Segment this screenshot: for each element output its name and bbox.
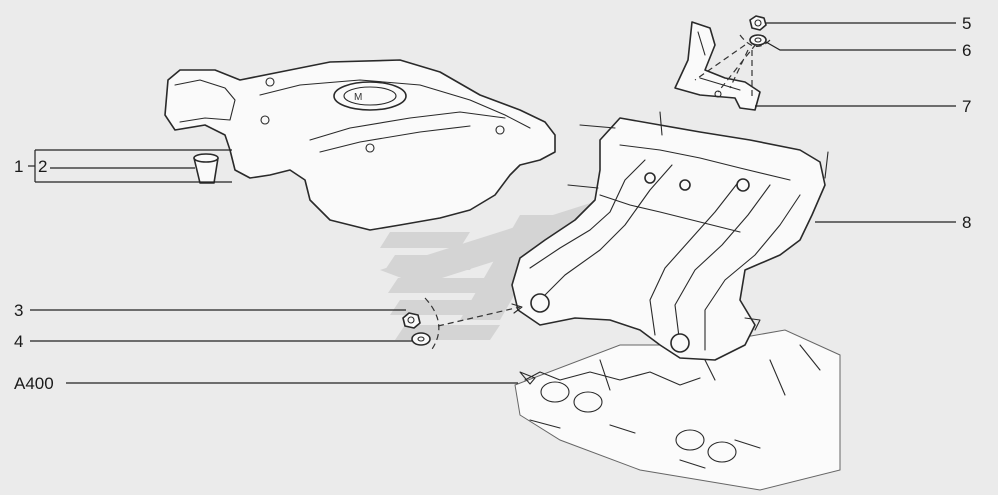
engine-cover: M (164, 59, 556, 231)
bracket-icon (674, 21, 761, 111)
leader-lines (28, 22, 956, 384)
callout-2: 2 (38, 157, 47, 176)
top-washer-icon (749, 34, 767, 46)
callout-3: 3 (14, 301, 23, 320)
assembly-line-nut (437, 306, 521, 327)
callout-8: 8 (962, 213, 971, 232)
callout-5: 5 (962, 14, 971, 33)
nut-icon (402, 312, 421, 329)
callout-4: 4 (14, 332, 23, 351)
assembly-arc (424, 297, 440, 353)
assembly-arrow-nut (511, 303, 523, 314)
cover-bushing-icon (193, 153, 219, 184)
assembly-lines-bracket (694, 43, 757, 98)
callout-a400: A400 (14, 374, 54, 393)
callout-6: 6 (962, 41, 971, 60)
assembly-arc-top (739, 34, 771, 47)
callout-1: 1 (14, 157, 23, 176)
cylinder-head-outline (514, 329, 841, 491)
top-nut-icon (749, 15, 767, 31)
washer-icon (411, 332, 431, 346)
svg-text:M: M (354, 92, 362, 103)
callout-7: 7 (962, 97, 971, 116)
intake-manifold (511, 111, 829, 361)
